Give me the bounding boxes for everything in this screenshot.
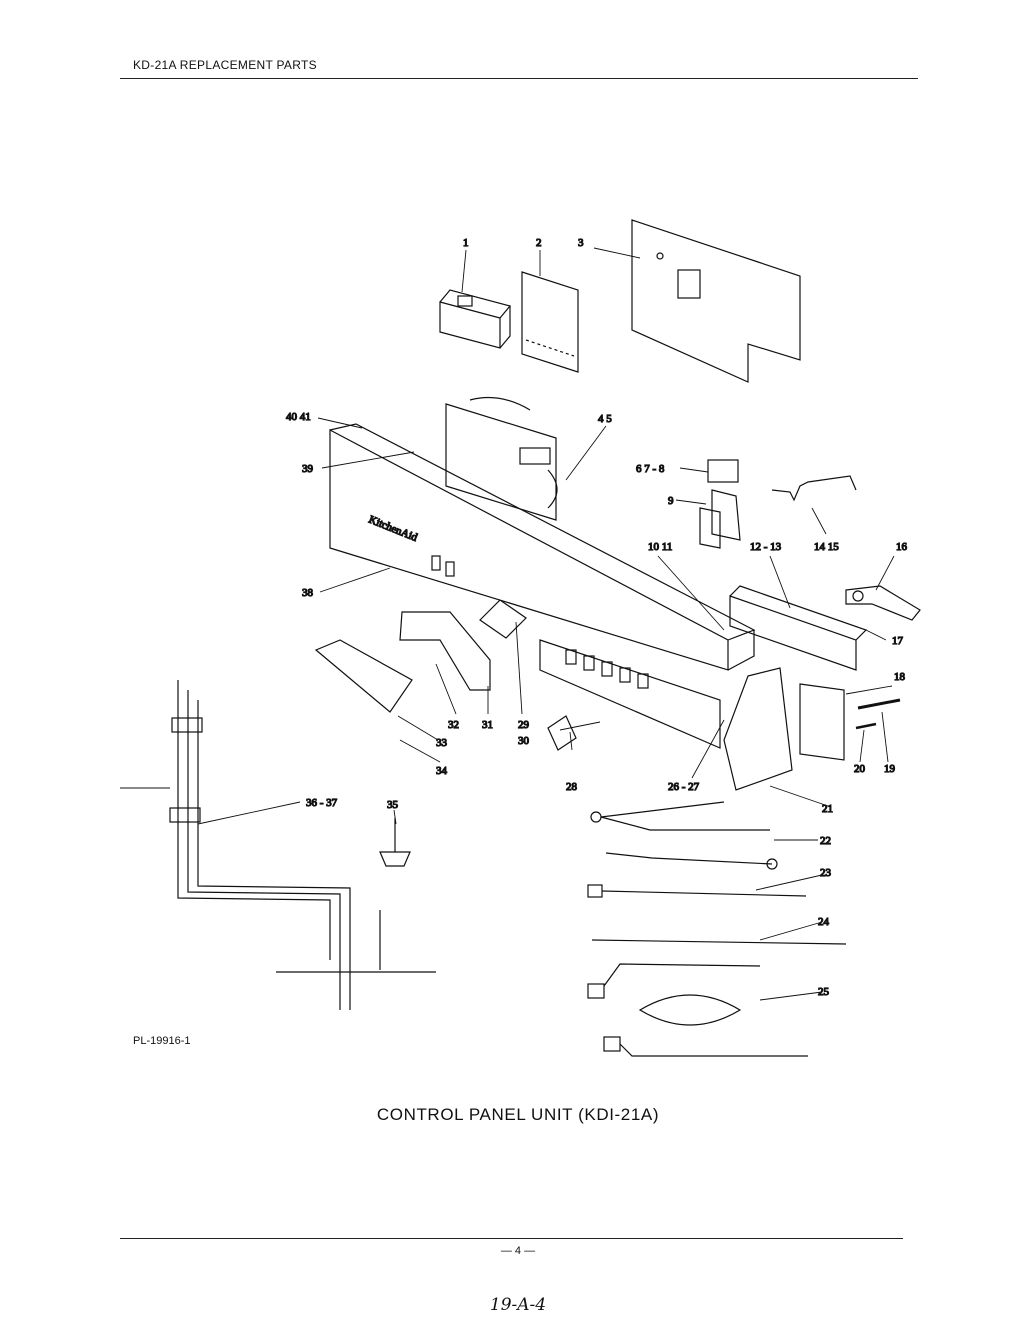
callout-2: 2 [536, 237, 542, 249]
control-panel-housing: KitchenAid [329, 423, 756, 671]
header-divider [120, 78, 918, 79]
part-16-lever [845, 585, 921, 621]
handwritten-note: 19-A-4 [489, 1295, 547, 1315]
callout-32: 32 [448, 719, 459, 731]
callout-20: 20 [854, 763, 866, 775]
callout-18: 18 [894, 671, 906, 683]
callout-22: 22 [820, 835, 831, 847]
callout-26-27: 26 - 27 [668, 781, 700, 793]
leader-lines [120, 247, 895, 1001]
callout-21: 21 [822, 803, 833, 815]
callout-9: 9 [668, 495, 674, 507]
part-19-20-screws [855, 698, 901, 730]
callout-34: 34 [436, 765, 448, 777]
callout-33: 33 [436, 737, 448, 749]
callout-12-13: 12 - 13 [750, 541, 782, 553]
part-21-end-cap [723, 667, 793, 791]
part-1-relay-board [439, 289, 512, 349]
brand-mark: KitchenAid [367, 514, 420, 545]
callout-40-41: 40 41 [286, 411, 311, 423]
page-number: — 4 — [500, 1245, 536, 1257]
part-33-insert [314, 639, 413, 713]
part-12-13-bracket [729, 585, 868, 671]
callout-29: 29 [518, 719, 530, 731]
wire-set [587, 801, 847, 1057]
callout-39: 39 [302, 463, 314, 475]
part-2-circuit-board [521, 271, 579, 373]
part-29-clip [479, 599, 527, 639]
callout-1: 1 [463, 237, 469, 249]
callout-36-37: 36 - 37 [306, 797, 338, 809]
part-14-15-wire-clip [771, 475, 857, 502]
callout-25: 25 [818, 986, 830, 998]
part-31-bracket [399, 611, 491, 691]
lower-trim-strip [539, 639, 721, 749]
callout-6-8: 6 7 - 8 [636, 463, 665, 475]
callout-19: 19 [884, 763, 896, 775]
callout-28: 28 [566, 781, 578, 793]
footer-divider [120, 1238, 903, 1239]
callout-31: 31 [482, 719, 493, 731]
callout-17: 17 [892, 635, 904, 647]
wire-harness [169, 680, 436, 1010]
callout-10-11: 10 11 [648, 541, 672, 553]
callout-30: 30 [518, 735, 530, 747]
callout-14-15: 14 15 [814, 541, 839, 553]
drawing-id: PL-19916-1 [133, 1035, 191, 1047]
part-4-5-transformer [445, 396, 558, 521]
part-28-knob [547, 715, 577, 751]
header-title: KD-21A REPLACEMENT PARTS [133, 58, 317, 72]
callout-24: 24 [818, 916, 830, 928]
callout-35: 35 [387, 799, 399, 811]
callout-38: 38 [302, 587, 314, 599]
part-35-clip [379, 818, 411, 867]
callout-labels: 1 2 3 4 5 6 7 - 8 9 10 11 12 - 13 14 15 … [285, 236, 908, 998]
callout-3: 3 [578, 237, 584, 249]
figure-caption: CONTROL PANEL UNIT (KDI-21A) [376, 1105, 660, 1124]
part-18-switch-block [799, 683, 845, 761]
callout-16: 16 [896, 541, 908, 553]
part-6-9-switch [699, 459, 741, 549]
callout-23: 23 [820, 867, 832, 879]
callout-4-5: 4 5 [598, 413, 612, 425]
part-3-panel-board [631, 219, 801, 383]
